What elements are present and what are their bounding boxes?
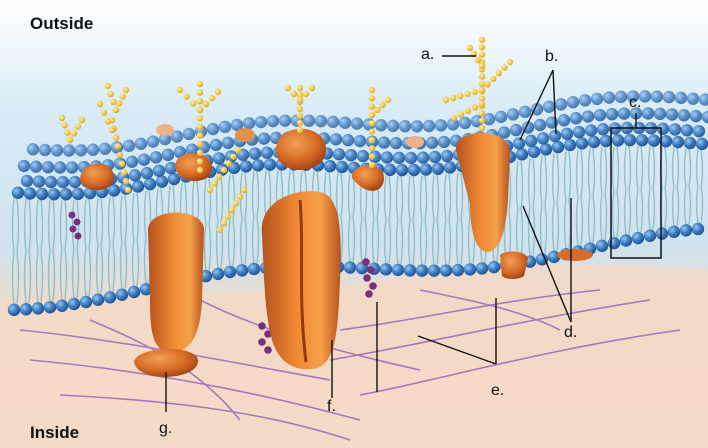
callout-a: a. (421, 46, 434, 64)
callout-f: f. (327, 398, 336, 416)
inside-label: Inside (30, 423, 79, 443)
channel-protein (262, 191, 341, 369)
callout-c: c. (629, 94, 641, 112)
callout-d: d. (564, 324, 577, 342)
callout-e: e. (491, 382, 504, 400)
callout-b: b. (545, 48, 558, 66)
callout-g: g. (159, 420, 172, 438)
outside-label: Outside (30, 14, 93, 34)
